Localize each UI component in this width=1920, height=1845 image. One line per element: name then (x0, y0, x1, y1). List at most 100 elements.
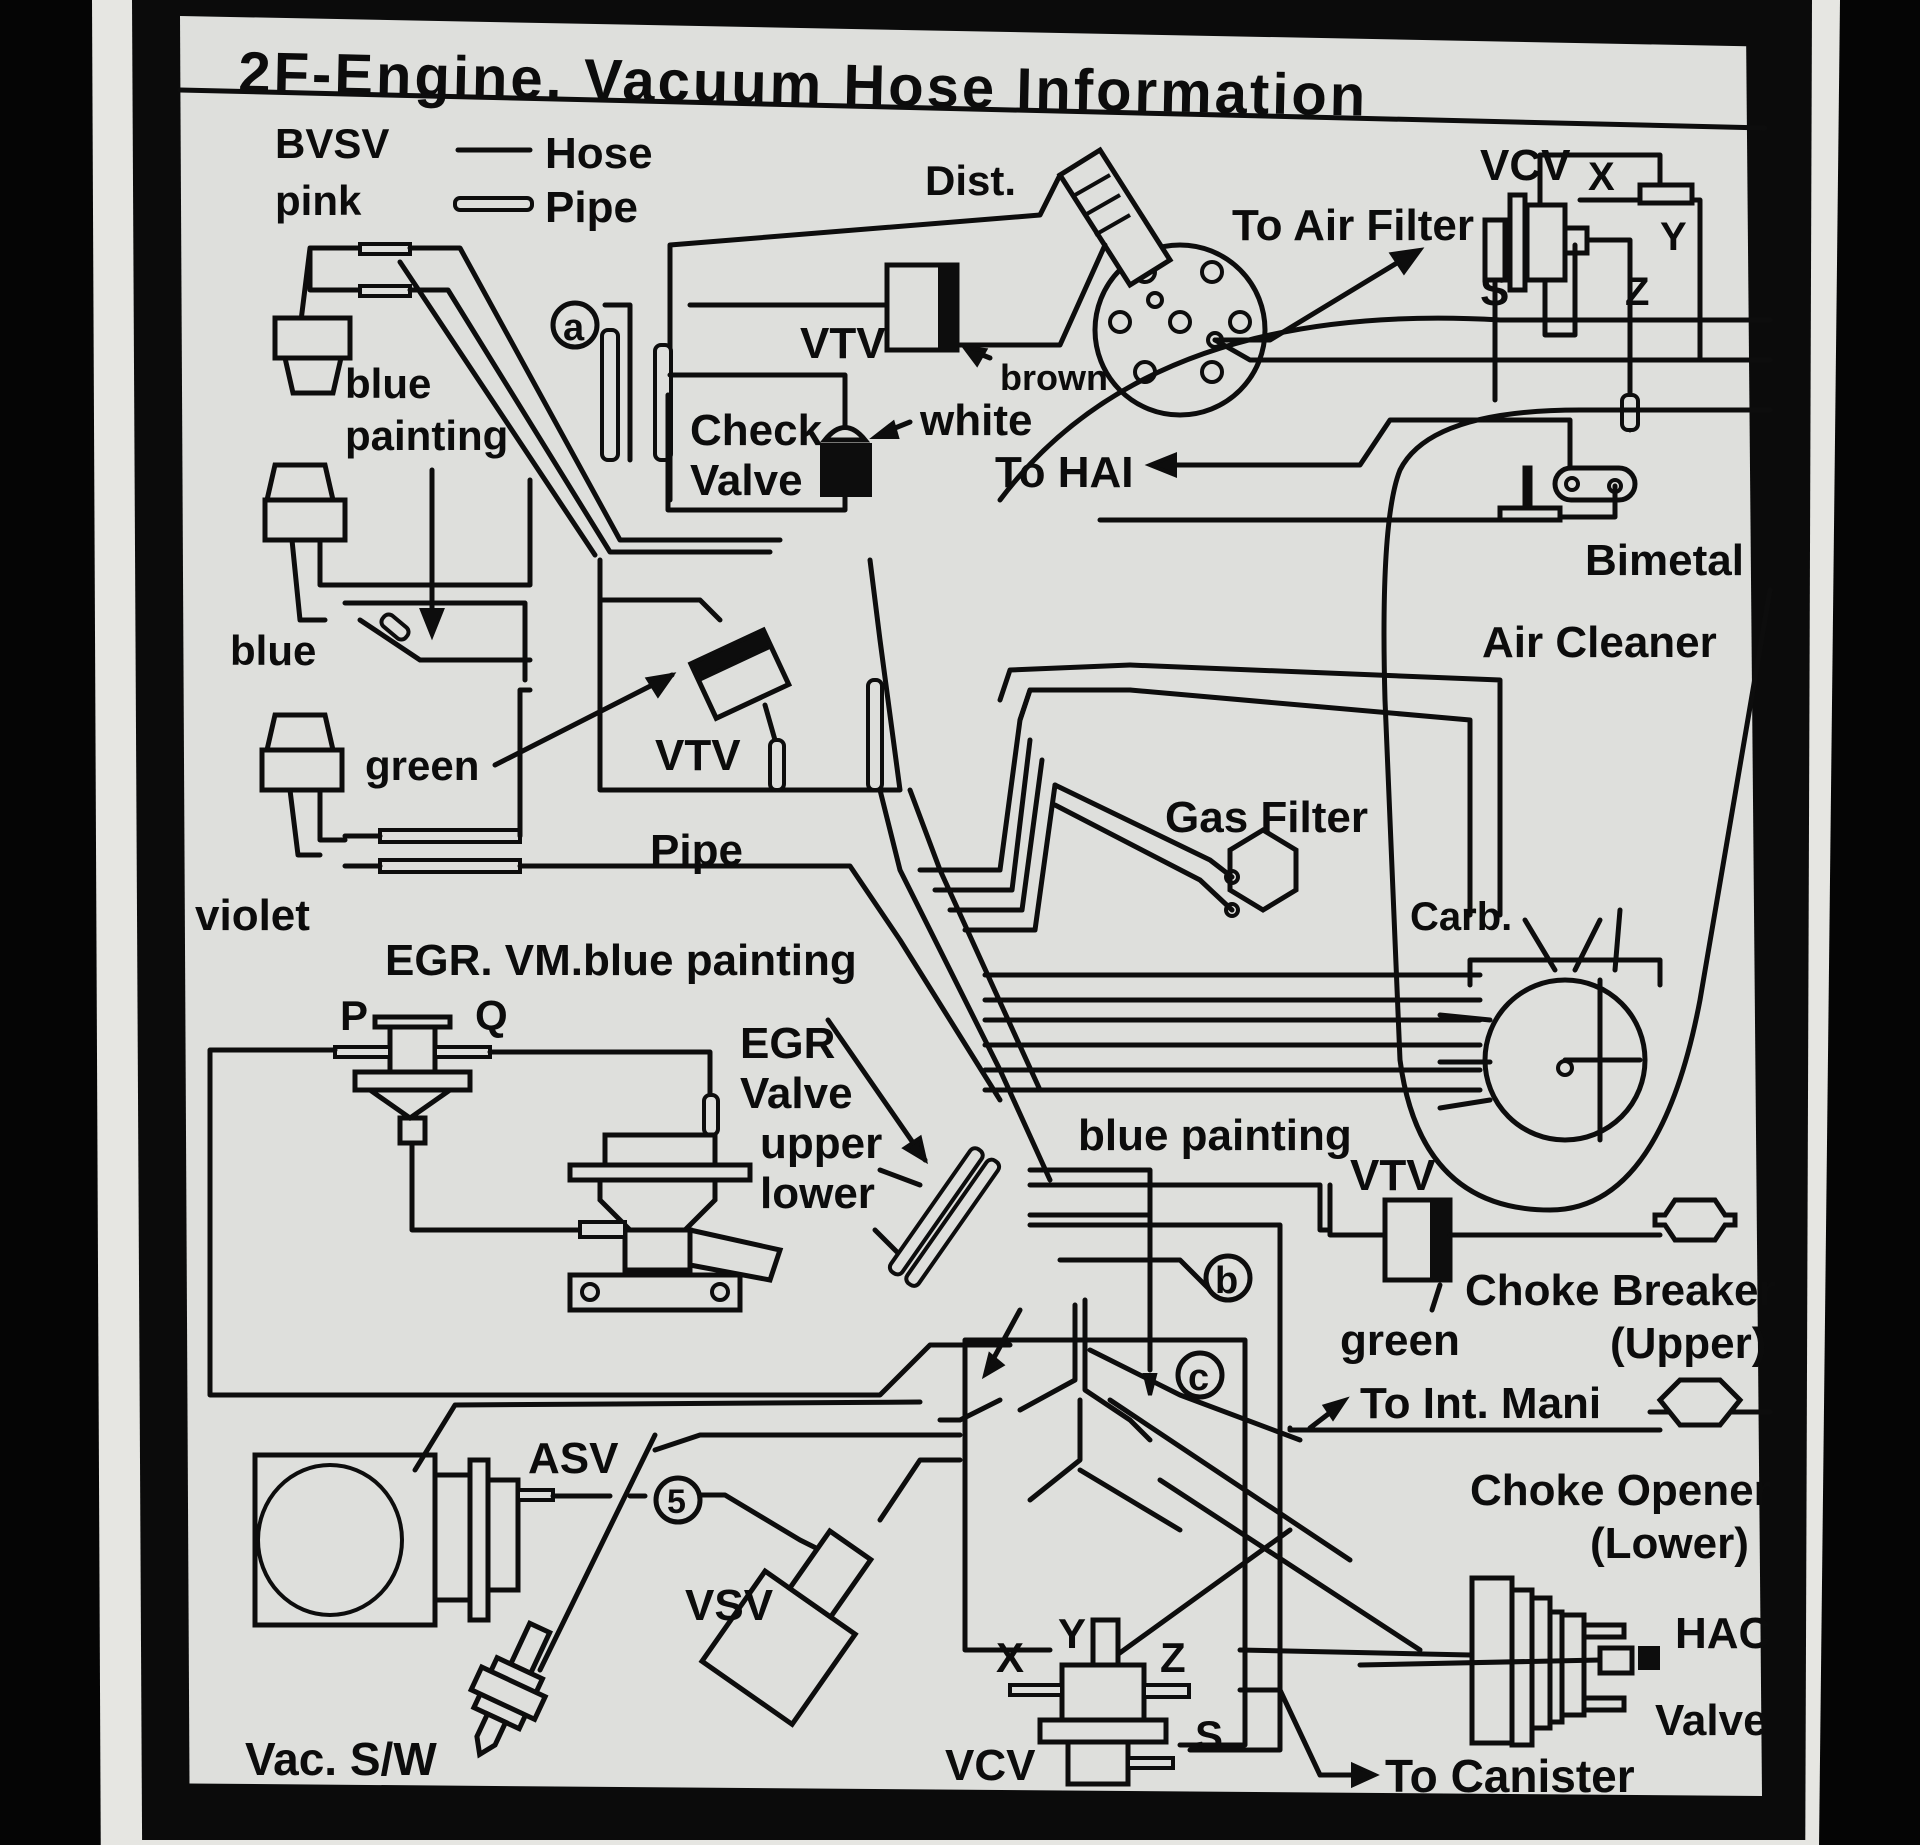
dist-hose-2 (957, 242, 1108, 348)
air-cleaner-arc-top (997, 315, 1773, 503)
bvsv-violet-ports (287, 787, 348, 858)
vtv-mid-frame (597, 557, 903, 793)
port-y-top: Y (1660, 215, 1687, 259)
choke-breaker-label-1: Choke Breaker (1465, 1266, 1776, 1315)
pipe-run-2 (407, 287, 773, 555)
blue-painting-label-1: blue (345, 360, 431, 407)
marker-a-pipe (600, 328, 620, 462)
port-p-label: P (340, 992, 368, 1039)
bimetal-hoses (1097, 483, 1618, 523)
asv-hoses (412, 1399, 923, 1499)
green-right-label: green (1340, 1316, 1460, 1365)
egr-vm-pipes (333, 1045, 492, 1059)
arrow-head-icon (1388, 247, 1425, 276)
bvsv-blue: blue painting blue (230, 360, 533, 683)
vcv-box (962, 1337, 1248, 1748)
to-canister-label: To Canister (1385, 1750, 1635, 1802)
pipe-mid-label: Pipe (650, 826, 743, 875)
vtv-top-label: VTV (800, 319, 886, 368)
marker-b-label: b (1215, 1260, 1238, 1302)
arrow-head-icon (981, 1351, 1158, 1396)
arrow-head-icon (869, 419, 900, 439)
gas-filter-icon (1227, 827, 1299, 913)
bundle-hoses (997, 662, 1133, 723)
distributor: Dist. (667, 146, 1773, 503)
bvsv-blue-ports (289, 537, 348, 623)
choke-opener-label-2: (Lower) (1590, 1519, 1749, 1568)
hac-valve: HAC Valve (1237, 1575, 1770, 1748)
violet-long-hose (517, 863, 1003, 1103)
vtv-mid-band-icon (688, 627, 774, 683)
vcv-top-label: VCV (1480, 141, 1571, 190)
blue-fitting (379, 612, 411, 642)
to-air-filter-label: To Air Filter (1232, 201, 1474, 250)
vtv-right-band-icon (1430, 1198, 1452, 1282)
hac-filter-icon (1638, 1646, 1660, 1670)
bvsv-blue-body-icon (262, 462, 348, 543)
egr-pipe (702, 1093, 720, 1137)
legend-hose-label: Hose (545, 129, 653, 178)
vsv-stem-icon (786, 1527, 875, 1621)
arrow-head-icon (419, 608, 445, 641)
arrow-head-icon (1144, 452, 1177, 478)
vtv-top-band-icon (938, 263, 959, 352)
vsv-hose (877, 1457, 963, 1523)
vtv-right-hoses (1327, 1182, 1663, 1238)
bvsv-violet-body-icon (259, 712, 345, 793)
bvsv-pipes (358, 242, 412, 298)
marker-a-hose (602, 302, 893, 463)
green-right-arrow (1429, 1282, 1443, 1313)
green-left-label: green (365, 742, 479, 789)
carb-internals (1562, 977, 1643, 1143)
vcv-bottom-pipes (1008, 1683, 1191, 1770)
marker-five (653, 1475, 703, 1525)
bvsv-body-icon (272, 315, 353, 396)
port-s-bottom: S (1195, 1712, 1223, 1759)
asv: ASV (252, 1399, 923, 1628)
marker-five-hoses (652, 1432, 963, 1558)
vcv-bottom: X Y Z S VCV (937, 1297, 1423, 1790)
egr-arrows (825, 1017, 928, 1258)
port-q-label: Q (475, 992, 508, 1039)
egr-upper-pipe (887, 1146, 985, 1277)
vtv-mid-pipe-2 (866, 678, 884, 792)
blue-painting-label-2: painting (345, 412, 508, 459)
pipe-run-3 (397, 259, 598, 558)
arrow-head-icon (644, 672, 677, 699)
vtv-mid-label: VTV (655, 731, 741, 780)
vac-sw-hose (537, 1432, 658, 1673)
vcv-top-part-1 (1482, 217, 1508, 283)
vac-sw-tip-icon (474, 1710, 509, 1759)
egr-vm-label: EGR. VM.blue painting (385, 936, 857, 985)
vacuum-advance-icon (1056, 146, 1174, 289)
carb-ports (1437, 1012, 1493, 1111)
vac-sw-label: Vac. S/W (245, 1733, 437, 1785)
bimetal-label: Bimetal (1585, 536, 1744, 585)
vcv-top-hoses (1492, 152, 1703, 433)
port-x-top: X (1588, 155, 1615, 199)
arrow-head-icon (1321, 1396, 1350, 1422)
bvsv-blue-hoses (342, 477, 533, 683)
marker-five-label: 5 (667, 1483, 686, 1521)
brown-label: brown (1000, 357, 1108, 398)
to-air-filter-hose (1212, 252, 1413, 343)
white-label: white (919, 396, 1032, 445)
carb-label: Carb. (1410, 895, 1512, 939)
bvsv-label: BVSV (275, 120, 389, 167)
vcv-top-part-2 (1507, 192, 1528, 293)
vtv-mid-port (762, 702, 778, 743)
port-y-bottom: Y (1058, 1610, 1086, 1657)
marker-b (1203, 1253, 1253, 1303)
vcv-cross-hoses (1107, 1397, 1423, 1663)
egr-vm-icon (352, 1014, 473, 1146)
y-tee-icon (1637, 182, 1695, 206)
choke-breaker-icon (1652, 1197, 1738, 1243)
gas-filter: Gas Filter (917, 662, 1503, 933)
choke-opener-icon (1656, 1377, 1744, 1428)
hac-ports-icon (1581, 1622, 1635, 1713)
egr-lower-pipe (904, 1157, 1002, 1288)
legend-pipe-symbol (453, 196, 534, 212)
egr-valve-label-1: EGR (740, 1019, 835, 1068)
legend-pipe-label: Pipe (545, 183, 638, 232)
port-z-bottom: Z (1160, 1634, 1186, 1681)
